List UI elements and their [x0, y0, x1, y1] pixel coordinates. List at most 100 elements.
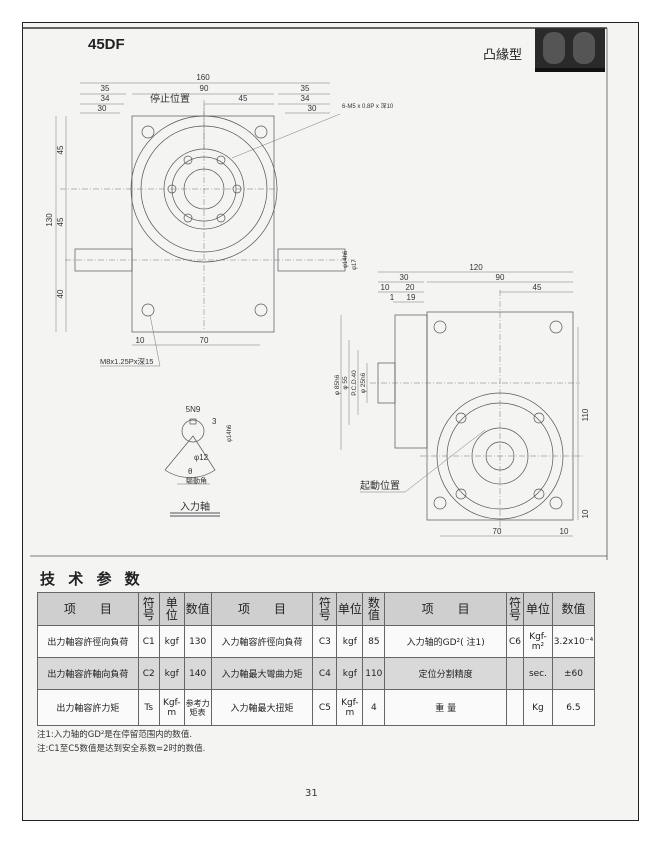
specs-title: 技 术 参 数	[40, 570, 144, 588]
cell: 重 量	[384, 689, 507, 726]
note-1: 注1:入力轴的GD²是在停留范围内的数值.	[37, 730, 193, 740]
dim-130: 130	[45, 213, 54, 227]
cell: Ts	[137, 689, 160, 726]
table-header-row: 项 目 符号 单位 数值 项 目 符号 单位 数值 项 目 符号 单位 数值	[37, 592, 596, 626]
cell: C4	[312, 657, 338, 690]
cell: C6	[506, 625, 524, 658]
cell: 140	[183, 657, 212, 690]
header-unit: 单位	[158, 592, 185, 626]
dim-shaft-17: φ17	[352, 259, 358, 270]
header-value: 数值	[183, 592, 212, 626]
dim-30-left: 30	[98, 104, 107, 113]
page-number: 31	[305, 788, 318, 799]
dim-30: 30	[400, 273, 409, 282]
dim-45: 45	[533, 283, 542, 292]
cell: 6.5	[551, 689, 596, 726]
dim-5n9: 5N9	[186, 405, 201, 414]
header-value: 数值	[551, 592, 596, 626]
dim-10-right: 10	[581, 509, 590, 518]
cell: Kgf-m	[158, 689, 185, 726]
input-shaft-caption: 入力軸	[180, 500, 210, 513]
dim-theta: θ	[188, 467, 193, 476]
dim-45-upper: 45	[56, 145, 65, 154]
header-symbol: 符号	[312, 592, 338, 626]
dim-pcd40: P.C.D.40	[351, 370, 358, 396]
dim-30-right: 30	[308, 104, 317, 113]
dim-25h6: φ 25h6	[360, 372, 367, 393]
cell: C2	[137, 657, 160, 690]
cell: 110	[362, 657, 386, 690]
cell: 出力軸容許徑向負荷	[37, 625, 139, 658]
dim-12: φ12	[194, 453, 209, 462]
cell: 出力軸容許軸向負荷	[37, 657, 139, 690]
cell: 参考力矩表	[183, 689, 212, 726]
dim-1: 1	[390, 293, 395, 302]
dim-10-top: 10	[381, 283, 390, 292]
side-view: 120 30 90 10 20 45 1 19 φ 85h6 φ 55 P.C.…	[334, 263, 590, 537]
dim-90: 90	[200, 84, 209, 93]
dim-3: 3	[212, 417, 217, 426]
dim-10: 10	[136, 336, 145, 345]
cell: 4	[362, 689, 386, 726]
cell: 3.2x10⁻⁴	[551, 625, 596, 658]
dim-120: 120	[469, 263, 483, 272]
cell: kgf	[336, 625, 364, 658]
note-2: 注:C1至C5数值是达到安全系数=2时的数值.	[37, 744, 206, 754]
cell: 入力軸最大彎曲力矩	[210, 657, 314, 690]
front-view: 160 35 90 35 34 45 34 30 30 停止位置 6-M5 x …	[45, 73, 394, 367]
product-photo	[535, 28, 605, 72]
dim-35-left: 35	[101, 84, 110, 93]
cell: 定位分割精度	[384, 657, 507, 690]
header-symbol: 符号	[137, 592, 160, 626]
cell: 130	[183, 625, 212, 658]
cell: C1	[137, 625, 160, 658]
dim-160: 160	[196, 73, 210, 82]
model-title: 45DF	[88, 36, 125, 53]
cell: sec.	[522, 657, 553, 690]
cell: 入力轴的GD²( 注1)	[384, 625, 507, 658]
drive-angle-label: 驅動角	[186, 476, 207, 485]
cell	[506, 657, 524, 690]
cell: Kgf-m²	[522, 625, 553, 658]
dim-70: 70	[493, 527, 502, 536]
dim-34-left: 34	[101, 94, 110, 103]
cell: ±60	[551, 657, 596, 690]
technical-drawing: 160 35 90 35 34 45 34 30 30 停止位置 6-M5 x …	[22, 27, 608, 560]
dim-shaft-14h6: φ14h6	[343, 250, 349, 268]
cell: kgf	[158, 657, 185, 690]
cell: 入力軸最大扭矩	[210, 689, 314, 726]
stop-position-label: 停止位置	[150, 92, 190, 105]
header-value: 数值	[362, 592, 386, 626]
dim-85h6: φ 85h6	[334, 374, 341, 395]
header-item: 项 目	[210, 592, 314, 626]
specs-table: 项 目 符号 单位 数值 项 目 符号 单位 数值 项 目 符号 单位 数值 出…	[37, 592, 596, 726]
tap-note: 6-M5 x 0.8P x 深10	[342, 102, 394, 110]
mount-note: M8x1.25Px深15	[100, 357, 153, 366]
dim-19: 19	[407, 293, 416, 302]
cell: 85	[362, 625, 386, 658]
dim-70: 70	[200, 336, 209, 345]
dim-10-bottom: 10	[560, 527, 569, 536]
dim-55: φ 55	[342, 376, 349, 390]
dim-45-lower: 45	[56, 217, 65, 226]
header-unit: 单位	[336, 592, 364, 626]
dim-34-right: 34	[301, 94, 310, 103]
cell: Kg	[522, 689, 553, 726]
dim-20: 20	[406, 283, 415, 292]
header-item: 项 目	[384, 592, 507, 626]
cell	[506, 689, 524, 726]
input-shaft-detail: 5N9 3 φ14h6 φ12 θ 驅動角 入力軸	[164, 405, 233, 517]
type-label: 凸緣型	[483, 48, 523, 63]
cell: C5	[312, 689, 338, 726]
dim-35-right: 35	[301, 84, 310, 93]
dim-110: 110	[581, 408, 590, 421]
header-unit: 单位	[522, 592, 553, 626]
dim-90: 90	[496, 273, 505, 282]
cell: C3	[312, 625, 338, 658]
dim-40: 40	[56, 289, 65, 298]
header-item: 项 目	[37, 592, 139, 626]
dim-14h6: φ14h6	[227, 424, 233, 442]
cell: 入力軸容許徑向負荷	[210, 625, 314, 658]
